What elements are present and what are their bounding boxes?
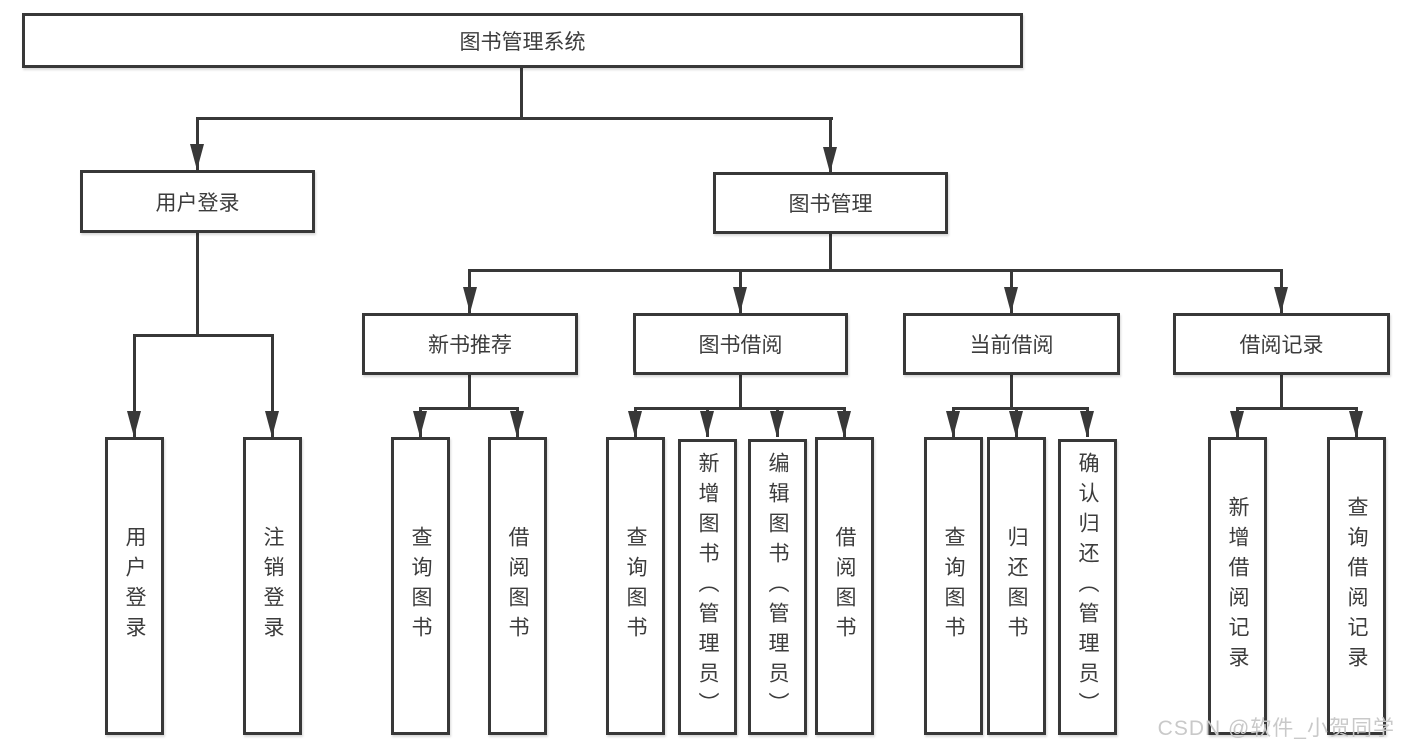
line (952, 407, 1089, 410)
line (1010, 375, 1013, 409)
arrow-down-icon (823, 147, 837, 173)
leaf-current-confirm-return-admin: 确认归还（管理员） (1058, 439, 1117, 735)
leaf-current-query-books: 查询图书 (924, 437, 983, 735)
arrow-down-icon (1009, 411, 1023, 437)
leaf-borrowing-edit-books-admin: 编辑图书（管理员） (748, 439, 807, 735)
leaf-borrowing-borrow-books: 借阅图书 (815, 437, 874, 735)
leaf-current-return-books: 归还图书 (987, 437, 1046, 735)
arrow-down-icon (1349, 411, 1363, 437)
arrow-down-icon (510, 411, 524, 437)
node-library-management-system: 图书管理系统 (22, 13, 1023, 68)
leaf-borrowing-query-books: 查询图书 (606, 437, 665, 735)
leaf-borrowing-add-books-admin: 新增图书（管理员） (678, 439, 737, 735)
node-label: 查询图书 (624, 526, 647, 646)
line (520, 68, 523, 120)
line (196, 117, 199, 170)
line (196, 117, 833, 120)
arrow-down-icon (265, 411, 279, 437)
arrow-down-icon (1230, 411, 1244, 437)
arrow-down-icon (1004, 287, 1018, 313)
node-label: 编辑图书（管理员） (766, 452, 789, 722)
arrow-down-icon (413, 411, 427, 437)
leaf-newrec-borrow-books: 借阅图书 (488, 437, 547, 735)
line (829, 234, 832, 272)
arrow-down-icon (837, 411, 851, 437)
leaf-records-add-record: 新增借阅记录 (1208, 437, 1267, 735)
arrow-down-icon (770, 411, 784, 437)
line (634, 407, 846, 410)
node-label: 归还图书 (1005, 526, 1028, 646)
node-label: 查询图书 (942, 526, 965, 646)
node-label: 图书管理系统 (459, 30, 586, 54)
arrow-down-icon (1080, 411, 1094, 437)
node-label: 借阅图书 (506, 526, 529, 646)
node-label: 新增借阅记录 (1226, 496, 1249, 676)
node-borrowing-records: 借阅记录 (1173, 313, 1390, 375)
arrow-down-icon (628, 411, 642, 437)
node-book-management: 图书管理 (713, 172, 948, 234)
arrow-down-icon (463, 287, 477, 313)
node-label: 注销登录 (261, 526, 284, 646)
line (739, 375, 742, 409)
node-label: 图书借阅 (698, 334, 783, 357)
line (1280, 375, 1283, 409)
node-label: 用户登录 (155, 191, 240, 215)
line (133, 334, 274, 337)
arrow-down-icon (190, 144, 204, 170)
line (133, 334, 136, 437)
node-label: 图书管理 (788, 193, 873, 216)
leaf-logout: 注销登录 (243, 437, 302, 735)
node-label: 确认归还（管理员） (1076, 452, 1099, 722)
node-label: 新增图书（管理员） (696, 452, 719, 722)
arrow-down-icon (1274, 287, 1288, 313)
leaf-user-login: 用户登录 (105, 437, 164, 735)
line (468, 269, 1283, 272)
line (419, 407, 519, 410)
arrow-down-icon (700, 411, 714, 437)
node-label: 查询借阅记录 (1345, 496, 1368, 676)
line (468, 375, 471, 409)
line (196, 233, 199, 336)
node-label: 用户登录 (123, 526, 146, 646)
node-label: 查询图书 (409, 526, 432, 646)
node-new-book-recommendation: 新书推荐 (362, 313, 578, 375)
line (271, 334, 274, 437)
node-label: 当前借阅 (969, 334, 1054, 357)
node-current-borrowing: 当前借阅 (903, 313, 1120, 375)
line (1236, 407, 1358, 410)
node-label: 新书推荐 (428, 334, 512, 357)
line (829, 117, 832, 173)
arrow-down-icon (733, 287, 747, 313)
leaf-records-query-record: 查询借阅记录 (1327, 437, 1386, 735)
arrow-down-icon (127, 411, 141, 437)
csdn-watermark: CSDN @软件_小贺同学 (1157, 717, 1395, 740)
node-label: 借阅记录 (1239, 334, 1324, 357)
arrow-down-icon (946, 411, 960, 437)
node-user-login: 用户登录 (80, 170, 315, 233)
leaf-newrec-query-books: 查询图书 (391, 437, 450, 735)
node-book-borrowing: 图书借阅 (633, 313, 848, 375)
node-label: 借阅图书 (833, 526, 856, 646)
